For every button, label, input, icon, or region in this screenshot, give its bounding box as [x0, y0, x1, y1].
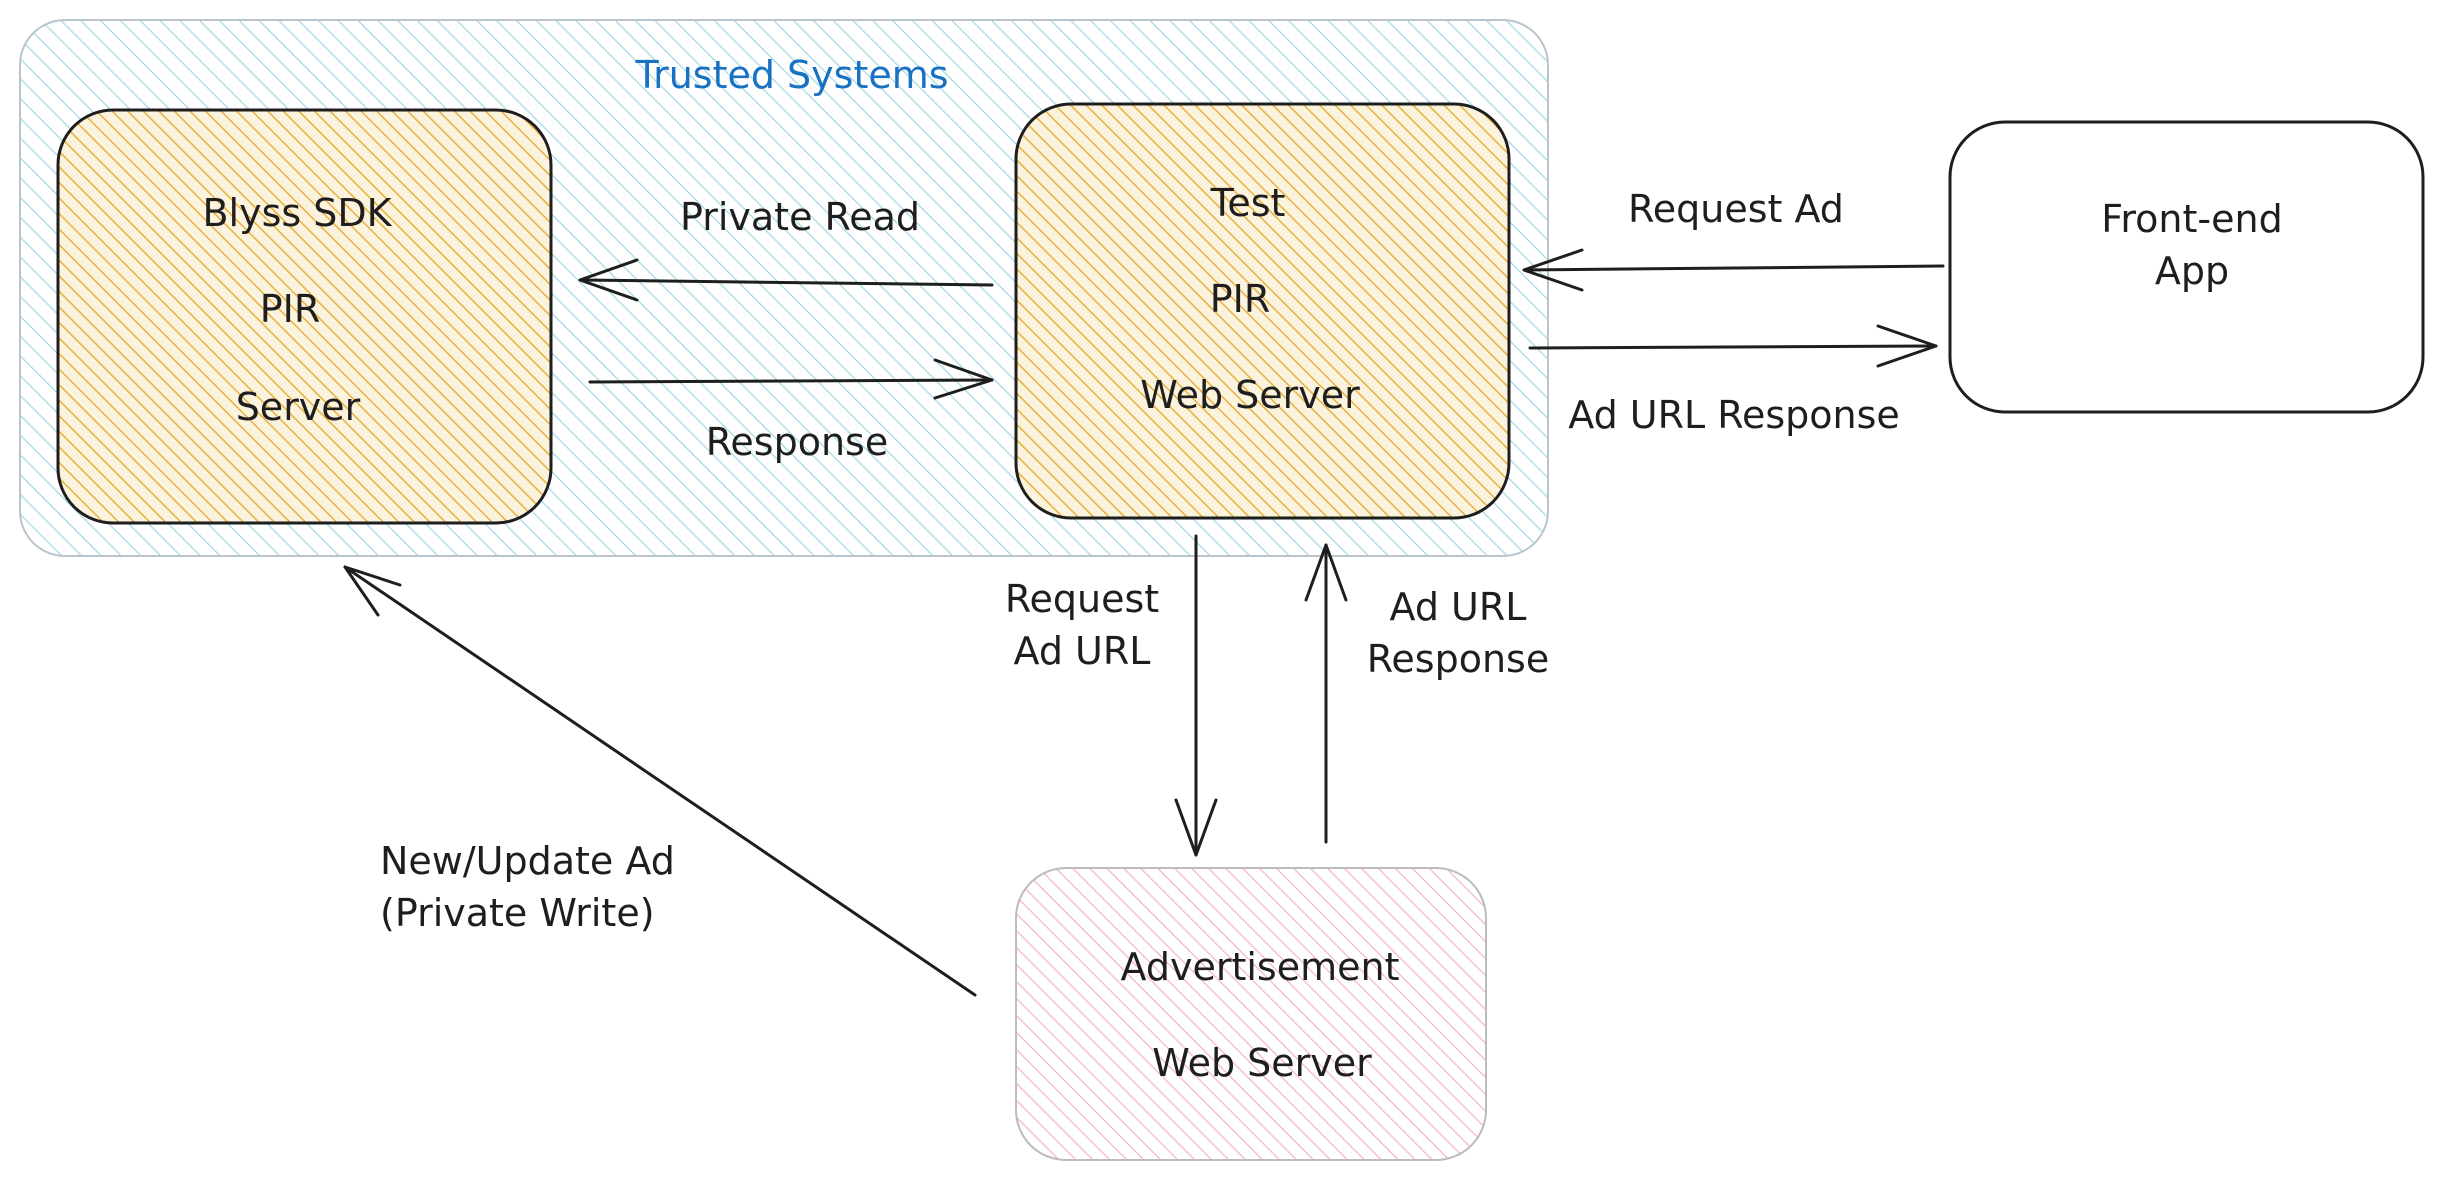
- ad-url-response-vert-label-1: Ad URL: [1390, 585, 1527, 629]
- test-pir-box: [1014, 102, 1511, 520]
- ad-url-response-up-arrow: [1304, 543, 1348, 844]
- request-ad-arrow: [1522, 248, 1945, 292]
- new-update-ad-label-1: New/Update Ad: [380, 839, 675, 883]
- test-pir-label-2: PIR: [1210, 277, 1271, 321]
- trusted-systems-title: Trusted Systems: [634, 53, 948, 97]
- test-pir-label-1: Test: [1210, 181, 1286, 225]
- response-arrow: [588, 358, 994, 400]
- test-pir-label-3: Web Server: [1140, 373, 1360, 417]
- private-read-label: Private Read: [680, 195, 920, 239]
- frontend-app-label-1: Front-end: [2101, 197, 2282, 241]
- request-ad-label: Request Ad: [1628, 187, 1844, 231]
- blyss-sdk-label-1: Blyss SDK: [202, 191, 392, 235]
- request-ad-url-arrow: [1174, 534, 1218, 857]
- advertisement-box: [1015, 867, 1487, 1161]
- blyss-sdk-box: [56, 108, 553, 525]
- response-label: Response: [706, 420, 889, 464]
- frontend-app-box: [1948, 120, 2425, 414]
- new-update-ad-arrow: [343, 565, 977, 997]
- ad-url-response-arrow: [1528, 324, 1938, 368]
- advertisement-label-2: Web Server: [1152, 1041, 1372, 1085]
- advertisement-node: Advertisement Web Server: [1015, 867, 1487, 1161]
- blyss-sdk-label-2: PIR: [260, 287, 321, 331]
- advertisement-label-1: Advertisement: [1121, 945, 1400, 989]
- ad-url-response-vert-label-2: Response: [1367, 637, 1550, 681]
- blyss-sdk-label-3: Server: [236, 385, 361, 429]
- request-ad-url-label-1: Request: [1005, 577, 1159, 621]
- frontend-app-node: Front-end App: [1948, 120, 2425, 414]
- frontend-app-label-2: App: [2155, 249, 2229, 293]
- blyss-sdk-node: Blyss SDK PIR Server: [56, 108, 553, 525]
- private-read-arrow: [578, 258, 994, 302]
- test-pir-node: Test PIR Web Server: [1014, 102, 1511, 520]
- ad-url-response-label: Ad URL Response: [1568, 393, 1900, 437]
- request-ad-url-label-2: Ad URL: [1014, 629, 1151, 673]
- new-update-ad-label-2: (Private Write): [380, 891, 655, 935]
